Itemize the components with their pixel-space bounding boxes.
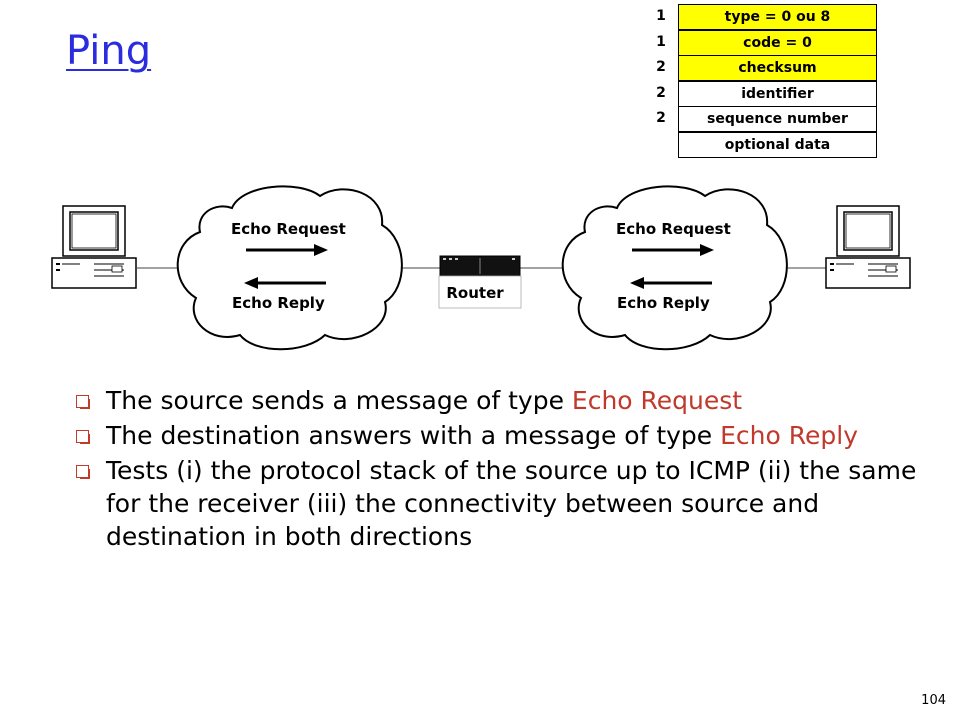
cloud-left-icon bbox=[176, 185, 403, 351]
header-row-sequence: 2 sequence number bbox=[650, 106, 890, 132]
right-cloud-reply-label: Echo Reply bbox=[617, 294, 710, 312]
computer-left-icon bbox=[51, 205, 137, 289]
field-size: 2 bbox=[656, 110, 666, 126]
field-name: code = 0 bbox=[678, 29, 877, 56]
network-diagram: Echo Request Echo Reply Echo Request Ech… bbox=[0, 170, 960, 370]
bullet-text: The destination answers with a message o… bbox=[106, 421, 721, 450]
field-name: type = 0 ou 8 bbox=[678, 4, 877, 30]
checkbox-bullet-icon bbox=[76, 465, 90, 479]
page-number: 104 bbox=[921, 693, 946, 708]
field-size: 2 bbox=[656, 59, 666, 75]
header-row-data: optional data bbox=[650, 131, 890, 158]
bullet-highlight: Echo Reply bbox=[720, 421, 858, 450]
field-name: sequence number bbox=[678, 106, 877, 132]
header-row-identifier: 2 identifier bbox=[650, 80, 890, 107]
bullet-item: The destination answers with a message o… bbox=[76, 419, 926, 452]
cloud-right-icon bbox=[561, 185, 788, 351]
header-row-code: 1 code = 0 bbox=[650, 29, 890, 56]
bullet-text: Tests (i) the protocol stack of the sour… bbox=[106, 456, 917, 551]
left-cloud-reply-label: Echo Reply bbox=[232, 294, 325, 312]
router-label: Router bbox=[446, 284, 504, 302]
right-cloud-request-label: Echo Request bbox=[616, 220, 731, 238]
router-icon bbox=[438, 255, 522, 309]
field-name: checksum bbox=[678, 55, 877, 81]
bullet-item: Tests (i) the protocol stack of the sour… bbox=[76, 454, 926, 553]
field-size bbox=[650, 132, 672, 157]
left-cloud-request-label: Echo Request bbox=[231, 220, 346, 238]
field-name: identifier bbox=[678, 80, 877, 107]
field-name: optional data bbox=[678, 131, 877, 158]
bullet-item: The source sends a message of type Echo … bbox=[76, 384, 926, 417]
arrow-request-right-icon bbox=[632, 244, 714, 256]
bullet-text: The source sends a message of type bbox=[106, 386, 572, 415]
field-size: 1 bbox=[656, 33, 666, 50]
header-row-type: 1 type = 0 ou 8 bbox=[650, 4, 890, 30]
checkbox-bullet-icon bbox=[76, 395, 90, 409]
field-size: 2 bbox=[656, 84, 666, 101]
field-size: 1 bbox=[656, 8, 666, 24]
header-row-checksum: 2 checksum bbox=[650, 55, 890, 81]
computer-right-icon bbox=[825, 205, 911, 289]
checkbox-bullet-icon bbox=[76, 430, 90, 444]
bullet-highlight: Echo Request bbox=[571, 386, 743, 415]
bullet-list: The source sends a message of type Echo … bbox=[76, 384, 926, 555]
arrow-reply-left-icon bbox=[244, 277, 326, 289]
diagram-canvas bbox=[51, 185, 911, 351]
arrow-reply-right-icon bbox=[630, 277, 712, 289]
page-title[interactable]: Ping bbox=[66, 28, 152, 74]
arrow-request-left-icon bbox=[246, 244, 328, 256]
